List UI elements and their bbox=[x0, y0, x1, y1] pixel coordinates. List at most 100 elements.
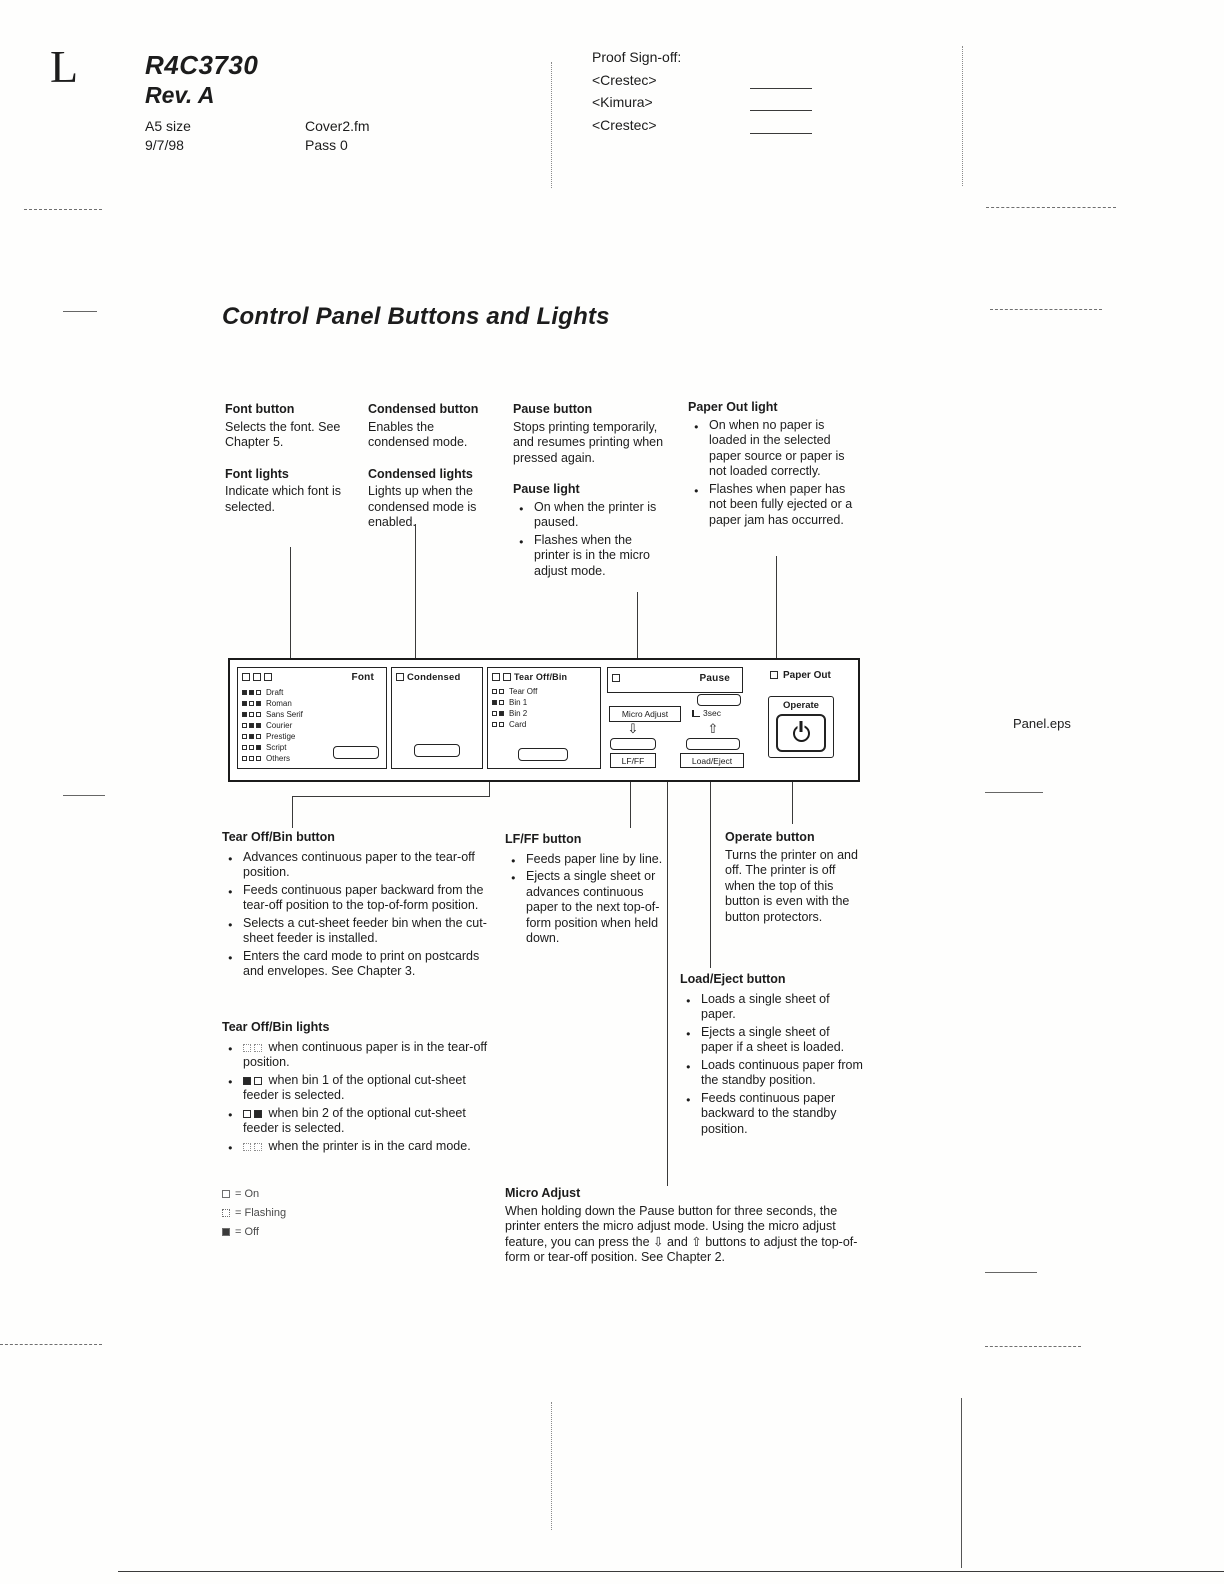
up-arrow-icon: ⇧ bbox=[707, 721, 719, 736]
callout-paper-out: Paper Out light On when no paper is load… bbox=[688, 400, 864, 530]
paper-out-light bbox=[770, 670, 781, 681]
callout-title: Load/Eject button bbox=[680, 972, 786, 986]
paper-out-label: Paper Out bbox=[783, 670, 831, 681]
font-led-row: Prestige bbox=[238, 731, 386, 742]
lf-ff-button bbox=[610, 738, 656, 750]
flashing-icon bbox=[222, 1207, 235, 1219]
callout-body: When holding down the Pause button for t… bbox=[505, 1203, 858, 1265]
font-led-row: Script bbox=[238, 742, 386, 753]
connector-line bbox=[637, 592, 638, 658]
pass-number: Pass 0 bbox=[305, 137, 348, 153]
fold-mark bbox=[962, 46, 963, 186]
fold-mark bbox=[551, 1402, 552, 1530]
callout-bullet: Feeds continuous paper backward to the s… bbox=[680, 1091, 864, 1138]
crop-mark bbox=[63, 795, 105, 796]
callout-title: Tear Off/Bin lights bbox=[222, 1020, 330, 1034]
font-led-row: Others bbox=[238, 753, 386, 764]
font-leds bbox=[242, 687, 263, 698]
callout-title: Pause button bbox=[513, 402, 593, 416]
tearoff-lights-header bbox=[492, 672, 514, 682]
down-arrow-icon: ⇩ bbox=[627, 721, 639, 736]
callout-body: Lights up when the condensed mode is ena… bbox=[368, 484, 477, 529]
proof-date: 9/7/98 bbox=[145, 137, 184, 153]
tearoff-led-row: Bin 1 bbox=[488, 697, 600, 708]
font-led-row: Draft bbox=[238, 687, 386, 698]
callout-led-bullet: when the printer is in the card mode. bbox=[222, 1139, 502, 1155]
connector-line bbox=[292, 796, 293, 828]
callout-led-bullet: when bin 1 of the optional cut-sheet fee… bbox=[222, 1073, 502, 1104]
callout-body: Enables the condensed mode. bbox=[368, 419, 468, 450]
signer: <Crestec> bbox=[592, 116, 657, 133]
tearoff-leds bbox=[492, 686, 506, 697]
panel-pause-box: Pause bbox=[607, 667, 743, 693]
panel-pause-label: Pause bbox=[699, 673, 730, 684]
font-leds bbox=[242, 753, 263, 764]
micro-adjust-box: Micro Adjust bbox=[609, 706, 681, 722]
connector-line bbox=[710, 782, 711, 968]
callout-title: Paper Out light bbox=[688, 400, 778, 414]
panel-condensed-label: Condensed bbox=[407, 672, 461, 683]
signature-line bbox=[750, 88, 812, 89]
callout-led-bullet: when bin 2 of the optional cut-sheet fee… bbox=[222, 1106, 502, 1137]
font-leds bbox=[242, 698, 263, 709]
callout-font: Font button Selects the font. See Chapte… bbox=[225, 402, 351, 531]
signer: <Kimura> bbox=[592, 94, 653, 110]
signature-line bbox=[750, 133, 812, 134]
operate-button bbox=[776, 714, 826, 752]
power-icon bbox=[792, 724, 810, 742]
condensed-light bbox=[396, 672, 407, 683]
state-leds bbox=[243, 1040, 265, 1054]
font-leds bbox=[242, 709, 263, 720]
callout-bullet: Feeds paper line by line. bbox=[505, 852, 673, 868]
connector-line bbox=[792, 782, 793, 824]
hold-3sec-label: 3sec bbox=[703, 708, 721, 718]
font-led-row: Roman bbox=[238, 698, 386, 709]
paper-out-indicator: Paper Out bbox=[770, 670, 831, 681]
led-legend: = On = Flashing = Off bbox=[222, 1188, 286, 1245]
lf-ff-label: LF/FF bbox=[621, 755, 645, 766]
callout-title: Operate button bbox=[725, 830, 815, 844]
font-leds bbox=[242, 731, 263, 742]
font-led-row: Courier bbox=[238, 720, 386, 731]
callout-lfff-button: LF/FF button Feeds paper line by line. E… bbox=[505, 832, 673, 949]
callout-bullet: Enters the card mode to print on postcar… bbox=[222, 949, 502, 980]
callout-bullet: Ejects a single sheet of paper if a shee… bbox=[680, 1025, 864, 1056]
state-leds bbox=[243, 1073, 265, 1087]
signer: <Crestec> bbox=[592, 71, 657, 88]
load-eject-button bbox=[686, 738, 740, 750]
margin-rule bbox=[961, 1398, 962, 1568]
state-leds bbox=[243, 1139, 265, 1153]
callout-bullet: On when no paper is loaded in the select… bbox=[688, 418, 864, 480]
connector-line bbox=[667, 782, 668, 1186]
font-leds bbox=[242, 742, 263, 753]
panel-tearoff-label: Tear Off/Bin bbox=[514, 672, 568, 682]
proof-signoff-block: Proof Sign-off: <Crestec> <Kimura> <Cres… bbox=[592, 46, 681, 136]
font-button bbox=[333, 746, 379, 759]
legend-row: = Off bbox=[222, 1226, 286, 1238]
tearoff-button bbox=[518, 748, 568, 761]
connector-line bbox=[489, 782, 490, 797]
connector-line bbox=[776, 556, 777, 658]
lf-ff-label-box: LF/FF bbox=[610, 753, 656, 768]
crop-mark bbox=[985, 1272, 1037, 1273]
callout-title: Font lights bbox=[225, 466, 289, 481]
connector-line bbox=[292, 796, 490, 797]
callout-body: Stops printing temporarily, and resumes … bbox=[513, 419, 664, 465]
callout-body: Turns the printer on and off. The printe… bbox=[725, 847, 858, 924]
connector-line bbox=[630, 782, 631, 828]
page-title: Control Panel Buttons and Lights bbox=[222, 303, 610, 330]
font-lights-header bbox=[242, 672, 275, 683]
legend-row: = Flashing bbox=[222, 1207, 286, 1219]
state-leds bbox=[243, 1106, 265, 1120]
operate-label: Operate bbox=[783, 700, 819, 711]
callout-micro-adjust: Micro Adjust When holding down the Pause… bbox=[505, 1186, 865, 1266]
callout-title: Micro Adjust bbox=[505, 1186, 581, 1200]
font-led-row: Sans Serif bbox=[238, 709, 386, 720]
crop-mark bbox=[985, 1346, 1081, 1347]
panel-font-section: Font Draft Roman Sans Serif Courier Pres… bbox=[237, 667, 387, 769]
proof-signoff-label: Proof Sign-off: bbox=[592, 49, 682, 65]
callout-title: Pause light bbox=[513, 482, 580, 496]
callout-bullet: Selects a cut-sheet feeder bin when the … bbox=[222, 916, 502, 947]
callout-bullet: Advances continuous paper to the tear-of… bbox=[222, 850, 502, 881]
callout-body: Selects the font. See Chapter 5. bbox=[225, 419, 341, 450]
